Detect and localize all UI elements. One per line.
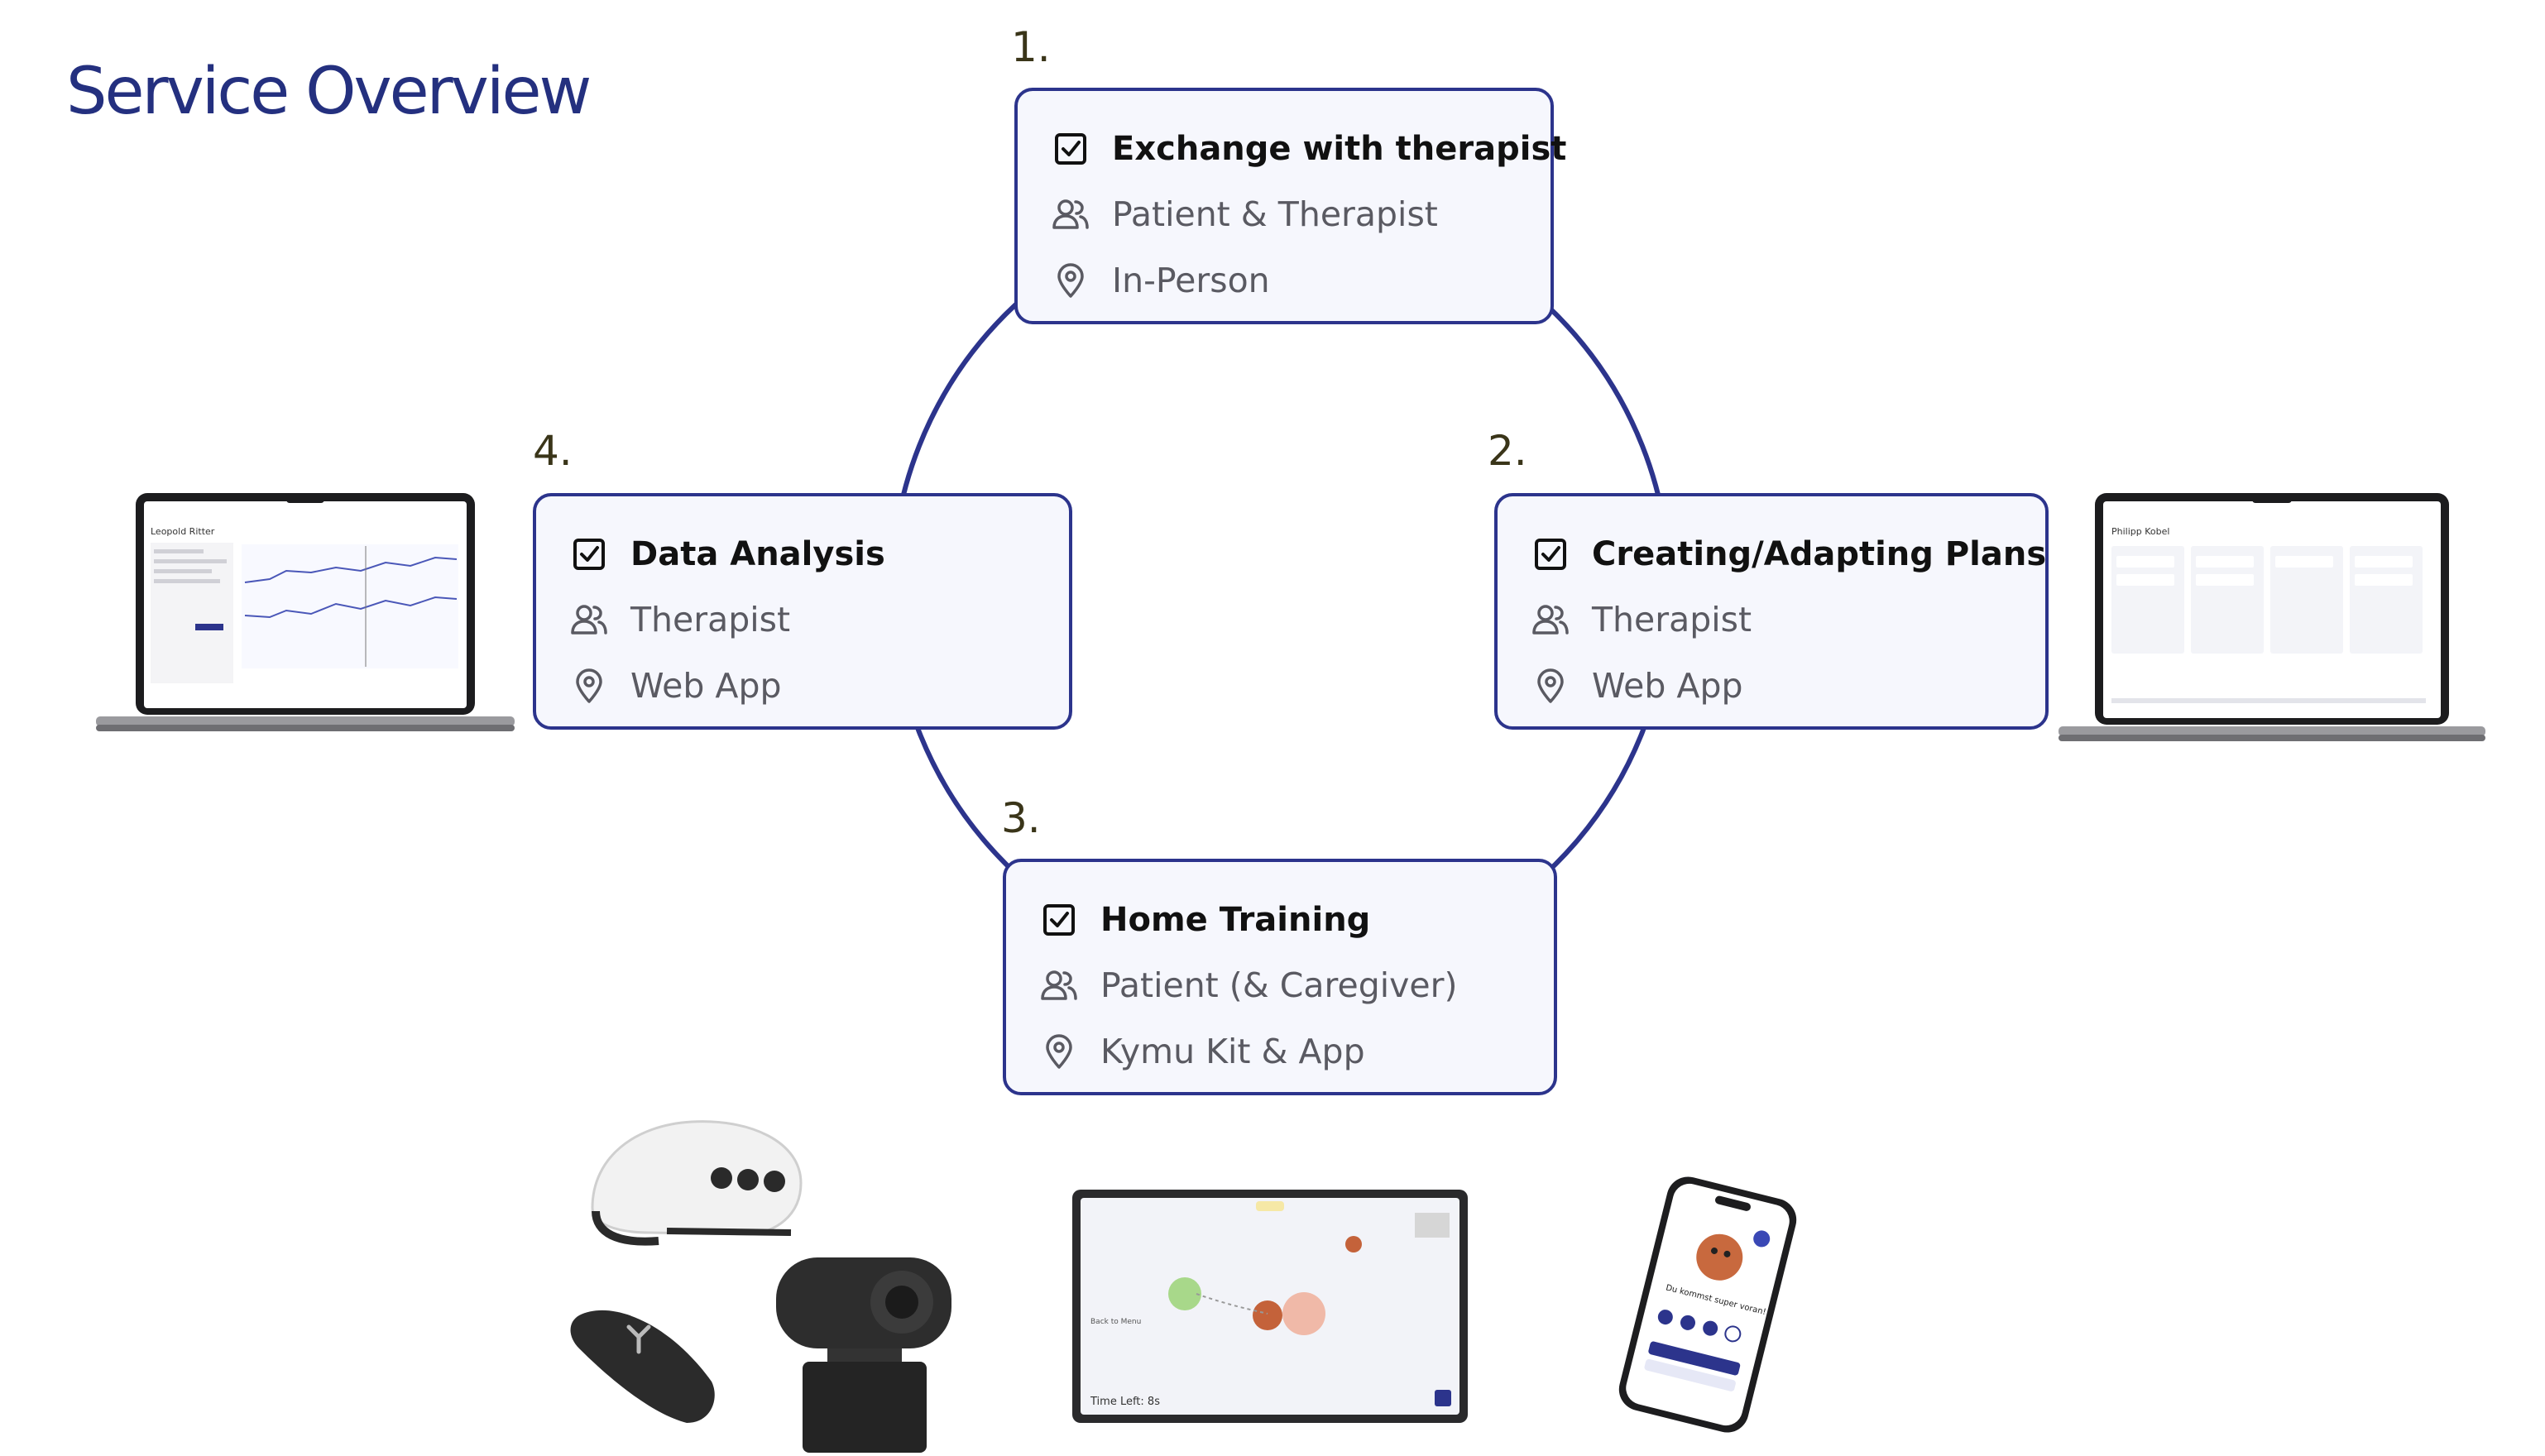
phone-app-image: Du kommst super voran! [1618,1176,1797,1433]
location-pin-icon [1051,261,1090,300]
step-number-1: 1. [1011,23,1051,71]
step-where: Web App [630,666,782,706]
people-icon [569,600,609,639]
tablet-game-image: Back to Menu Time Left: 8s [1072,1190,1468,1423]
step-who: Patient & Therapist [1112,194,1438,234]
step-number-2: 2. [1488,427,1527,475]
step-number-3: 3. [1001,794,1041,842]
tablet-back-label: Back to Menu [1090,1318,1141,1326]
step-who: Therapist [1592,600,1752,639]
location-pin-icon [1039,1032,1079,1071]
step-title: Data Analysis [630,535,885,573]
people-icon [1039,965,1079,1005]
step-card-home-training: Home Training Patient (& Caregiver) Kymu… [1003,859,1557,1095]
step-card-data-analysis: Data Analysis Therapist Web App [533,493,1072,730]
page-title: Service Overview [66,55,592,129]
step-where: Kymu Kit & App [1100,1032,1365,1071]
step-number-4: 4. [533,427,573,475]
step-title: Exchange with therapist [1112,130,1567,168]
step-card-exchange: Exchange with therapist Patient & Therap… [1014,88,1566,324]
step-title: Home Training [1100,901,1371,939]
checkbox-icon [1039,900,1079,940]
checkbox-icon [1051,129,1090,169]
laptop-left-image: Leopold Ritter [96,493,515,731]
location-pin-icon [1531,666,1570,706]
step-where: Web App [1592,666,1743,706]
tablet-time-left: Time Left: 8s [1090,1396,1160,1408]
laptop-right-image: Philipp Kobel [2059,493,2485,741]
checkbox-icon [1531,534,1570,574]
step-card-plans: Creating/Adapting Plans Therapist Web Ap… [1494,493,2049,730]
step-where: In-Person [1112,261,1270,300]
step-who: Patient (& Caregiver) [1100,965,1458,1005]
step-title: Creating/Adapting Plans [1592,535,2047,573]
webcam-image [776,1257,951,1453]
people-icon [1531,600,1570,639]
location-pin-icon [569,666,609,706]
laptop-right-patient-name: Philipp Kobel [2111,526,2169,537]
laptop-left-patient-name: Leopold Ritter [151,526,215,537]
wrist-band-image [570,1310,715,1423]
people-icon [1051,194,1090,234]
step-who: Therapist [630,600,791,639]
checkbox-icon [569,534,609,574]
vr-headset-image [591,1120,803,1246]
